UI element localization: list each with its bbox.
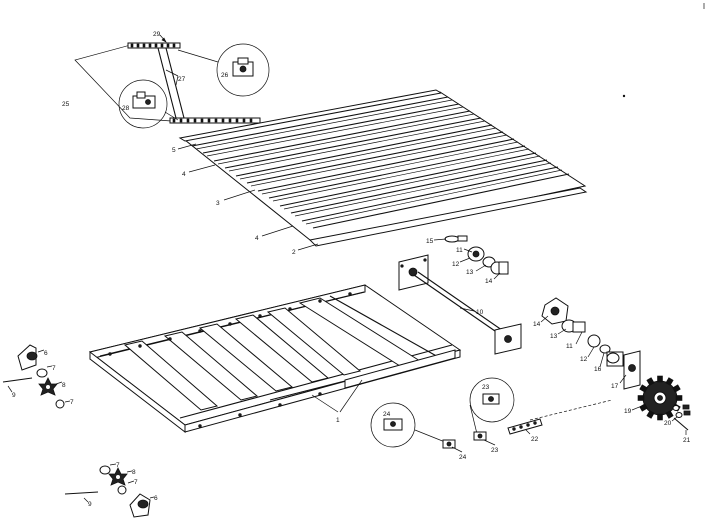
link-23: [473, 431, 487, 441]
bracket-icon-lower: [129, 493, 151, 518]
detail-circle-28: [118, 79, 168, 129]
detail-circle-23: [469, 377, 515, 423]
callout-6a: 6: [44, 350, 48, 357]
callout-22: 22: [531, 436, 539, 443]
bolt-set-icon: [672, 404, 691, 431]
callout-11a: 11: [456, 247, 463, 254]
chain-details: [370, 377, 543, 453]
callout-4b: 4: [255, 235, 259, 242]
callout-28: 28: [122, 105, 130, 112]
callout-19: 19: [624, 408, 632, 415]
callout-7b: 7: [70, 399, 74, 406]
callout-27: 27: [178, 76, 186, 83]
chain-link-icon: [232, 57, 254, 77]
callout-13b: 13: [550, 333, 558, 340]
callout-3: 3: [216, 200, 220, 207]
callout-13a: 13: [466, 269, 474, 276]
callout-21: 21: [683, 437, 691, 444]
star-wheel-icon-lower: [108, 467, 128, 486]
upper-chain-rail: [127, 42, 181, 49]
callout-23b: 23: [491, 447, 499, 454]
drive-shaft-assembly: [398, 235, 641, 390]
callout-20: 20: [664, 420, 672, 427]
callout-6b: 6: [154, 495, 158, 502]
callout-7a: 7: [52, 365, 56, 372]
chain-link-icon-23: [482, 393, 500, 405]
detail-circle-26: [216, 43, 270, 97]
callout-14a: 14: [485, 278, 493, 285]
conveyor-frame-assembly: [88, 284, 462, 434]
sprocket-icon: [637, 375, 683, 421]
slat-floor-assembly: [177, 89, 588, 251]
callout-9a: 9: [12, 392, 16, 399]
collar-parts-upper: [444, 235, 509, 275]
callout-labels: 29 26 27 25 28 5 4 3 4 2 15 11 12 13 14 …: [12, 31, 691, 508]
callout-2: 2: [292, 249, 296, 256]
callout-14b: 14: [533, 321, 541, 328]
callout-8a: 8: [62, 382, 66, 389]
callout-5: 5: [172, 147, 176, 154]
callout-8b: 8: [132, 469, 136, 476]
left-bearing-parts-upper: [2, 344, 71, 409]
callout-7d: 7: [134, 479, 138, 486]
callout-16: 16: [594, 366, 602, 373]
callout-4a: 4: [182, 171, 186, 178]
detail-circle-24: [370, 402, 416, 448]
callout-9b: 9: [88, 501, 92, 508]
callout-26: 26: [221, 72, 229, 79]
callout-12a: 12: [452, 261, 460, 268]
link-24: [442, 439, 456, 449]
callout-10: 10: [476, 309, 484, 316]
callout-24b: 24: [459, 454, 467, 461]
left-bearing-parts-lower: [64, 463, 155, 518]
callout-25: 25: [62, 101, 70, 108]
callout-17: 17: [611, 383, 619, 390]
callout-15: 15: [426, 238, 434, 245]
drive-sprocket-assembly: [529, 375, 691, 435]
chain-attachment-icon: [132, 91, 156, 109]
chain-link-icon-24: [383, 418, 403, 431]
chain-segment-22: [507, 418, 543, 435]
callout-23a: 23: [482, 384, 490, 391]
callout-24a: 24: [383, 411, 391, 418]
star-wheel-icon: [38, 377, 58, 396]
callout-7c: 7: [116, 462, 120, 469]
callout-29: 29: [153, 31, 161, 38]
callout-1: 1: [336, 417, 340, 424]
chain-assembly: [74, 34, 270, 129]
callout-12b: 12: [580, 356, 588, 363]
callout-11b: 11: [566, 343, 573, 350]
bracket-icon: [17, 344, 38, 371]
